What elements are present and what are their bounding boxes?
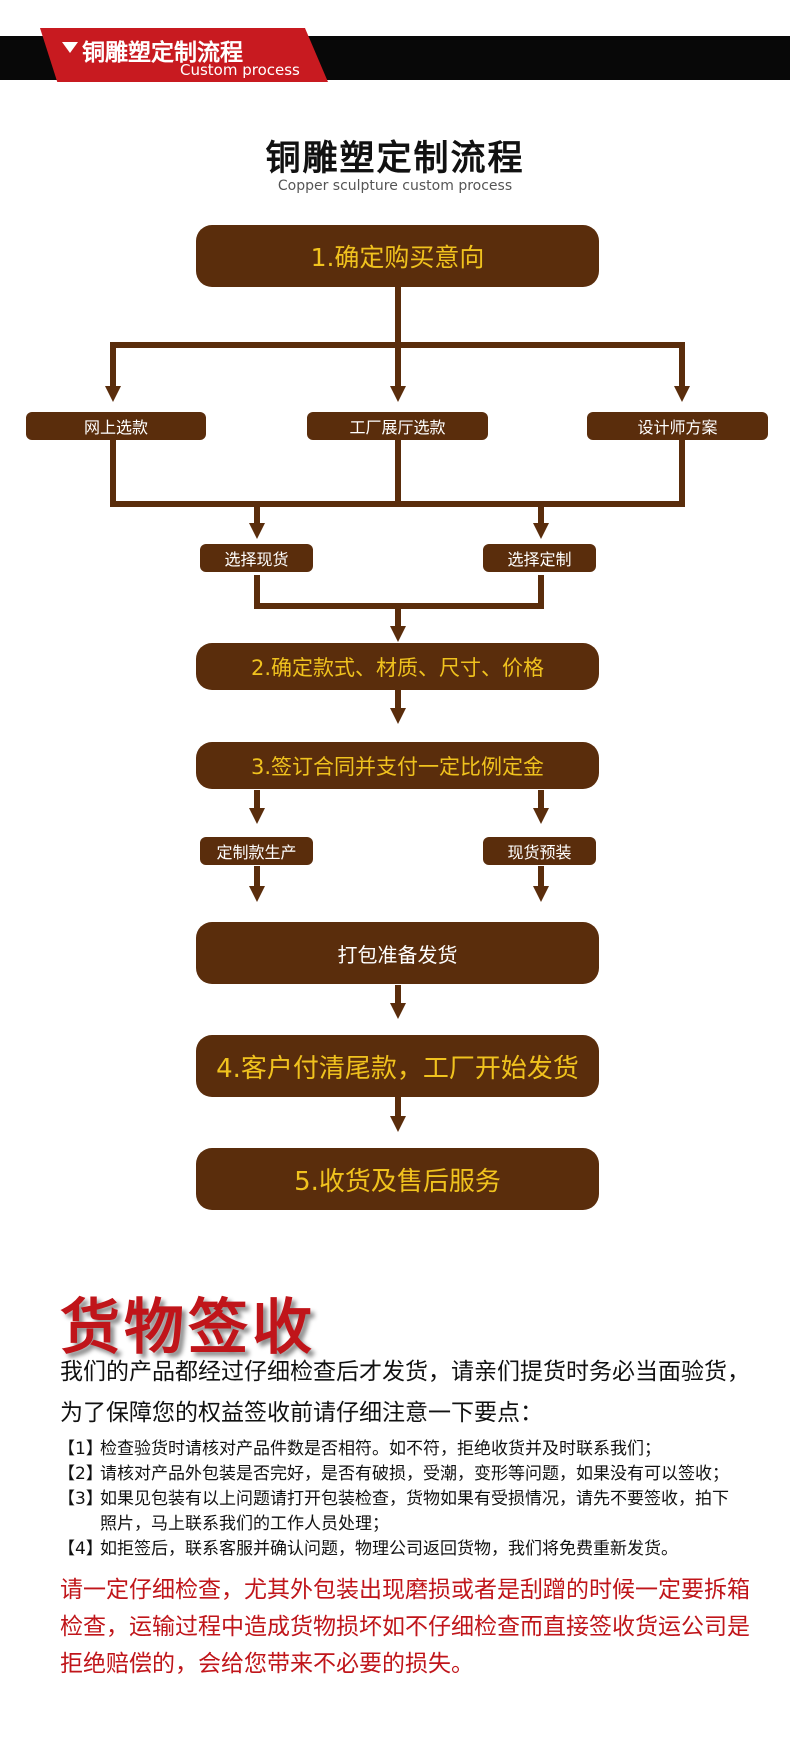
point-text: 如果见包装有以上问题请打开包装检查，货物如果有受损情况，请先不要签收，拍下: [100, 1489, 729, 1509]
step-5-box: 5.收货及售后服务: [196, 1148, 599, 1210]
banner-subtitle: Custom process: [180, 61, 300, 79]
arrow-down-icon: [533, 808, 549, 824]
warning-line: 检查，运输过程中造成货物损坏如不仔细检查而直接签收货运公司是: [60, 1614, 750, 1640]
point-number: 【3】: [58, 1489, 103, 1509]
option-factory-box: 工厂展厅选款: [307, 412, 488, 440]
arrow-down-icon: [249, 886, 265, 902]
step-2-box: 2.确定款式、材质、尺寸、价格: [196, 643, 599, 690]
banner-title: 铜雕塑定制流程: [82, 40, 243, 66]
warning-line: 请一定仔细检查，尤其外包装出现磨损或者是刮蹭的时候一定要拆箱: [60, 1577, 750, 1603]
option-online-box: 网上选款: [26, 412, 206, 440]
receipt-title: 货物签收: [60, 1293, 316, 1363]
arrow-down-icon: [533, 523, 549, 539]
arrow-down-icon: [249, 808, 265, 824]
receipt-intro: 我们的产品都经过仔细检查后才发货，请亲们提货时务必当面验货， 为了保障您的权益签…: [60, 1352, 750, 1434]
packing-box: 打包准备发货: [196, 922, 599, 984]
arrow-down-icon: [390, 386, 406, 402]
arrow-down-icon: [249, 523, 265, 539]
step-3-box: 3.签订合同并支付一定比例定金: [196, 742, 599, 789]
point-text: 如拒签后，联系客服并确认问题，物理公司返回货物，我们将免费重新发货。: [100, 1539, 678, 1559]
section-banner: [40, 28, 328, 82]
point-text-continued: 照片，马上联系我们的工作人员处理；: [100, 1514, 389, 1534]
list-item: 【2】 请核对产品外包装是否完好，是否有破损，受潮，变形等问题，如果没有可以签收…: [58, 1462, 729, 1487]
intro-line: 我们的产品都经过仔细检查后才发货，请亲们提货时务必当面验货，: [60, 1359, 750, 1385]
choose-custom-box: 选择定制: [483, 544, 596, 572]
list-item: 【3】 如果见包装有以上问题请打开包装检查，货物如果有受损情况，请先不要签收，拍…: [58, 1487, 729, 1512]
point-number: 【1】: [58, 1439, 103, 1459]
option-designer-box: 设计师方案: [587, 412, 768, 440]
warning-line: 拒绝赔偿的，会给您带来不必要的损失。: [60, 1651, 474, 1677]
arrow-down-icon: [105, 386, 121, 402]
arrow-down-icon: [390, 1116, 406, 1132]
point-text: 检查验货时请核对产品件数是否相符。如不符，拒绝收货并及时联系我们；: [100, 1439, 661, 1459]
point-number: 【4】: [58, 1539, 103, 1559]
page-subtitle: Copper sculpture custom process: [277, 178, 513, 194]
arrow-down-icon: [674, 386, 690, 402]
list-item: 【1】 检查验货时请核对产品件数是否相符。如不符，拒绝收货并及时联系我们；: [58, 1437, 729, 1462]
step-1-box: 1.确定购买意向: [196, 225, 599, 287]
step-4-box: 4.客户付清尾款，工厂开始发货: [196, 1035, 599, 1097]
stock-prepack-box: 现货预装: [483, 837, 596, 865]
arrow-down-icon: [390, 626, 406, 642]
arrow-down-icon: [390, 708, 406, 724]
point-text: 请核对产品外包装是否完好，是否有破损，受潮，变形等问题，如果没有可以签收；: [100, 1464, 729, 1484]
arrow-down-icon: [390, 1003, 406, 1019]
point-number: 【2】: [58, 1464, 103, 1484]
receipt-warning: 请一定仔细检查，尤其外包装出现磨损或者是刮蹭的时候一定要拆箱 检查，运输过程中造…: [60, 1572, 750, 1683]
choose-stock-box: 选择现货: [200, 544, 313, 572]
arrow-down-icon: [533, 886, 549, 902]
receipt-points: 【1】 检查验货时请核对产品件数是否相符。如不符，拒绝收货并及时联系我们； 【2…: [58, 1437, 729, 1562]
custom-production-box: 定制款生产: [200, 837, 313, 865]
triangle-down-icon: [62, 42, 78, 53]
page-title: 铜雕塑定制流程: [265, 139, 525, 179]
intro-line: 为了保障您的权益签收前请仔细注意一下要点：: [60, 1400, 543, 1426]
list-item: 【4】 如拒签后，联系客服并确认问题，物理公司返回货物，我们将免费重新发货。: [58, 1537, 729, 1562]
